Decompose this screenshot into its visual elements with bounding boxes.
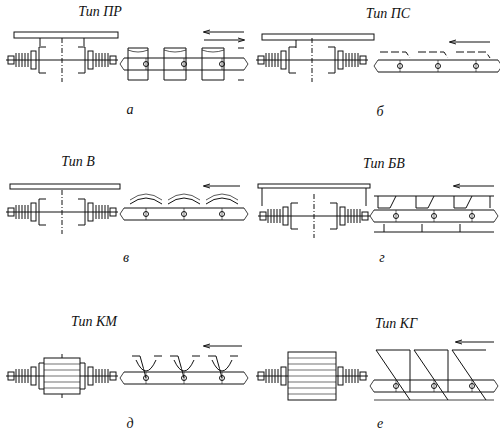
chain-type-km: [6, 346, 248, 398]
type-title: Тип В: [59, 154, 97, 170]
panel-letter: в: [121, 250, 131, 266]
panel-letter: е: [375, 416, 385, 432]
panel-letter: д: [124, 416, 135, 432]
chain-type-ps: [256, 34, 500, 82]
panel-letter: б: [374, 104, 385, 120]
type-title: Тип ПР: [76, 4, 124, 20]
panel-letter: а: [125, 102, 136, 118]
type-title: Тип КМ: [69, 314, 119, 330]
type-title: Тип КГ: [373, 316, 419, 332]
chain-type-v: [6, 184, 248, 234]
type-title: Тип ПС: [364, 6, 412, 22]
chain-type-kg: [256, 342, 498, 400]
chain-type-bv: [258, 184, 498, 238]
panel-letter: г: [377, 250, 386, 266]
type-title: Тип БВ: [361, 156, 407, 172]
chain-type-pr: [6, 32, 248, 82]
